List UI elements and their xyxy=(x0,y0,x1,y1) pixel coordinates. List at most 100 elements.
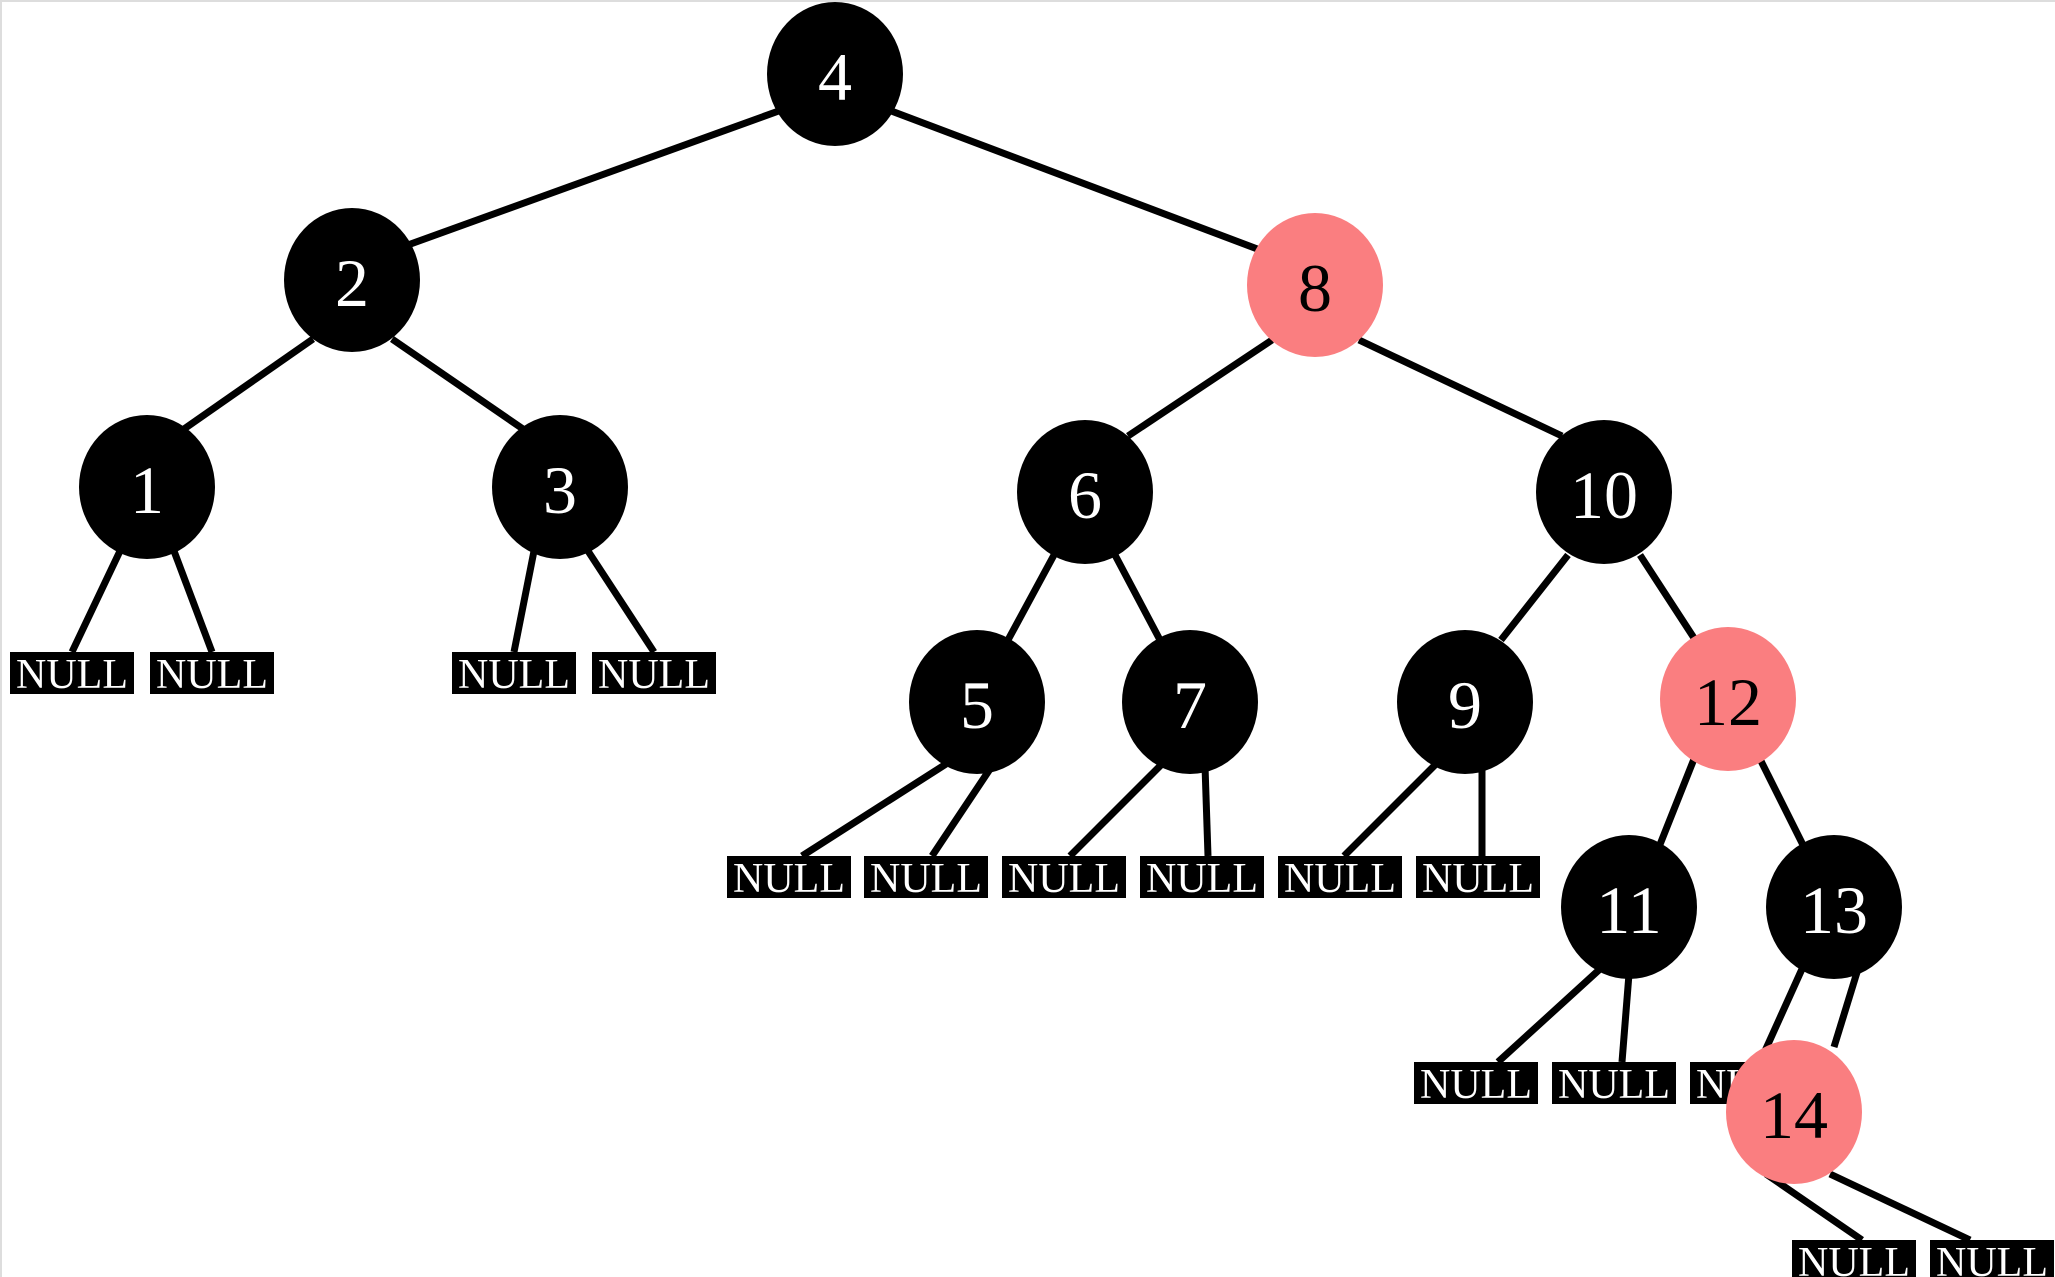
null-leaf: NULL xyxy=(727,856,851,902)
black-node-circle[interactable] xyxy=(1397,630,1533,774)
tree-node-12[interactable]: 12 xyxy=(1660,627,1796,771)
tree-node-6[interactable]: 6 xyxy=(1017,420,1153,564)
black-node-circle[interactable] xyxy=(79,415,215,559)
null-leaf: NULL xyxy=(1140,856,1264,902)
null-leaf: NULL xyxy=(1792,1240,1916,1277)
tree-node-1[interactable]: 1 xyxy=(79,415,215,559)
null-leaves-layer: NULL NULL NULL NULL NULL NULL NULL NULL NULL NULL… xyxy=(10,652,2054,1277)
tree-node-13[interactable]: 13 xyxy=(1766,835,1902,979)
black-node-circle[interactable] xyxy=(909,630,1045,774)
tree-node-label: 13 xyxy=(1800,872,1868,948)
black-node-circle[interactable] xyxy=(492,415,628,559)
null-leaf: NULL xyxy=(452,652,576,698)
tree-edge xyxy=(68,549,124,654)
tree-node-label: 4 xyxy=(818,39,852,115)
black-node-circle[interactable] xyxy=(767,2,903,146)
edges-layer xyxy=(68,104,1972,1244)
tree-edge xyxy=(1618,973,1633,1063)
null-leaf: NULL xyxy=(150,652,274,698)
tree-edge xyxy=(1201,765,1212,857)
tree-node-7[interactable]: 7 xyxy=(1122,630,1258,774)
tree-edge xyxy=(884,105,1270,257)
tree-node-3[interactable]: 3 xyxy=(492,415,628,559)
null-leaf: NULL xyxy=(1552,1062,1676,1108)
tree-edge xyxy=(170,549,216,654)
null-leaf-box xyxy=(1416,856,1540,898)
null-leaf-label: NULL xyxy=(1008,856,1120,902)
null-leaf-label: NULL xyxy=(458,652,570,698)
null-leaf: NULL xyxy=(1414,1062,1538,1108)
null-leaf: NULL xyxy=(864,856,988,902)
black-node-circle[interactable] xyxy=(1536,420,1672,564)
tree-edge xyxy=(1341,761,1439,859)
null-leaf-box xyxy=(452,652,576,694)
tree-edge xyxy=(1655,757,1698,849)
black-node-circle[interactable] xyxy=(1766,835,1902,979)
red-node-circle[interactable] xyxy=(1726,1040,1862,1184)
null-leaf-label: NULL xyxy=(733,856,845,902)
null-leaf-box xyxy=(1552,1062,1676,1104)
null-leaf: NULL xyxy=(1278,856,1402,902)
tree-edge xyxy=(1004,553,1058,642)
null-leaf-box xyxy=(10,652,134,694)
null-leaf-label: NULL xyxy=(1422,856,1534,902)
tree-node-label: 12 xyxy=(1694,664,1762,740)
null-leaf-label: NULL xyxy=(1558,1062,1670,1108)
null-leaf: NULL xyxy=(1416,856,1540,902)
null-leaf-box xyxy=(150,652,274,694)
null-leaf-box xyxy=(1414,1062,1538,1104)
tree-node-2[interactable]: 2 xyxy=(284,208,420,352)
null-leaf-label: NULL xyxy=(1936,1240,2048,1277)
null-leaf-label: NULL xyxy=(1420,1062,1532,1108)
null-leaf-box xyxy=(1002,856,1126,898)
tree-node-10[interactable]: 10 xyxy=(1536,420,1672,564)
black-node-circle[interactable] xyxy=(284,208,420,352)
tree-node-9[interactable]: 9 xyxy=(1397,630,1533,774)
tree-edge xyxy=(1067,761,1165,859)
null-leaf-label: NULL xyxy=(870,856,982,902)
null-leaf-box xyxy=(864,856,988,898)
tree-edge xyxy=(585,549,657,654)
tree-edge xyxy=(1357,336,1564,440)
null-leaf-box xyxy=(592,652,716,694)
tree-edge xyxy=(510,550,538,653)
tree-node-label: 7 xyxy=(1173,667,1207,743)
null-leaf-label: NULL xyxy=(1146,856,1258,902)
tree-node-label: 6 xyxy=(1068,457,1102,533)
null-leaf-box xyxy=(1278,856,1402,898)
black-node-circle[interactable] xyxy=(1561,835,1697,979)
tree-node-label: 3 xyxy=(543,452,577,528)
tree-node-label: 1 xyxy=(130,452,164,528)
null-leaf-box xyxy=(1930,1240,2054,1277)
red-node-circle[interactable] xyxy=(1247,213,1383,357)
black-node-circle[interactable] xyxy=(1017,420,1153,564)
null-leaf-label: NULL xyxy=(16,652,128,698)
tree-edge xyxy=(800,761,948,859)
tree-node-4[interactable]: 4 xyxy=(767,2,903,146)
tree-edge xyxy=(1495,966,1603,1065)
null-leaf: NULL xyxy=(1002,856,1126,902)
red-node-circle[interactable] xyxy=(1660,627,1796,771)
tree-edge xyxy=(1828,1170,1972,1244)
tree-edge xyxy=(1830,967,1862,1049)
tree-node-label: 9 xyxy=(1448,667,1482,743)
null-leaf: NULL xyxy=(1930,1240,2054,1277)
tree-node-5[interactable]: 5 xyxy=(909,630,1045,774)
tree-edge xyxy=(1126,337,1274,439)
tree-node-11[interactable]: 11 xyxy=(1561,835,1697,979)
tree-edge xyxy=(1756,757,1808,849)
tree-edge xyxy=(929,764,995,858)
tree-edge xyxy=(181,336,316,432)
tree-node-14[interactable]: 14 xyxy=(1726,1040,1862,1184)
black-node-circle[interactable] xyxy=(1122,630,1258,774)
tree-node-8[interactable]: 8 xyxy=(1247,213,1383,357)
null-leaf-label: NULL xyxy=(598,652,710,698)
null-leaf: NULL xyxy=(592,652,716,698)
tree-edge xyxy=(1637,553,1697,640)
tree-edge xyxy=(390,336,525,432)
null-leaf-label: NULL xyxy=(156,652,268,698)
tree-node-label: 11 xyxy=(1596,872,1661,948)
null-leaf-label: NULL xyxy=(1284,856,1396,902)
